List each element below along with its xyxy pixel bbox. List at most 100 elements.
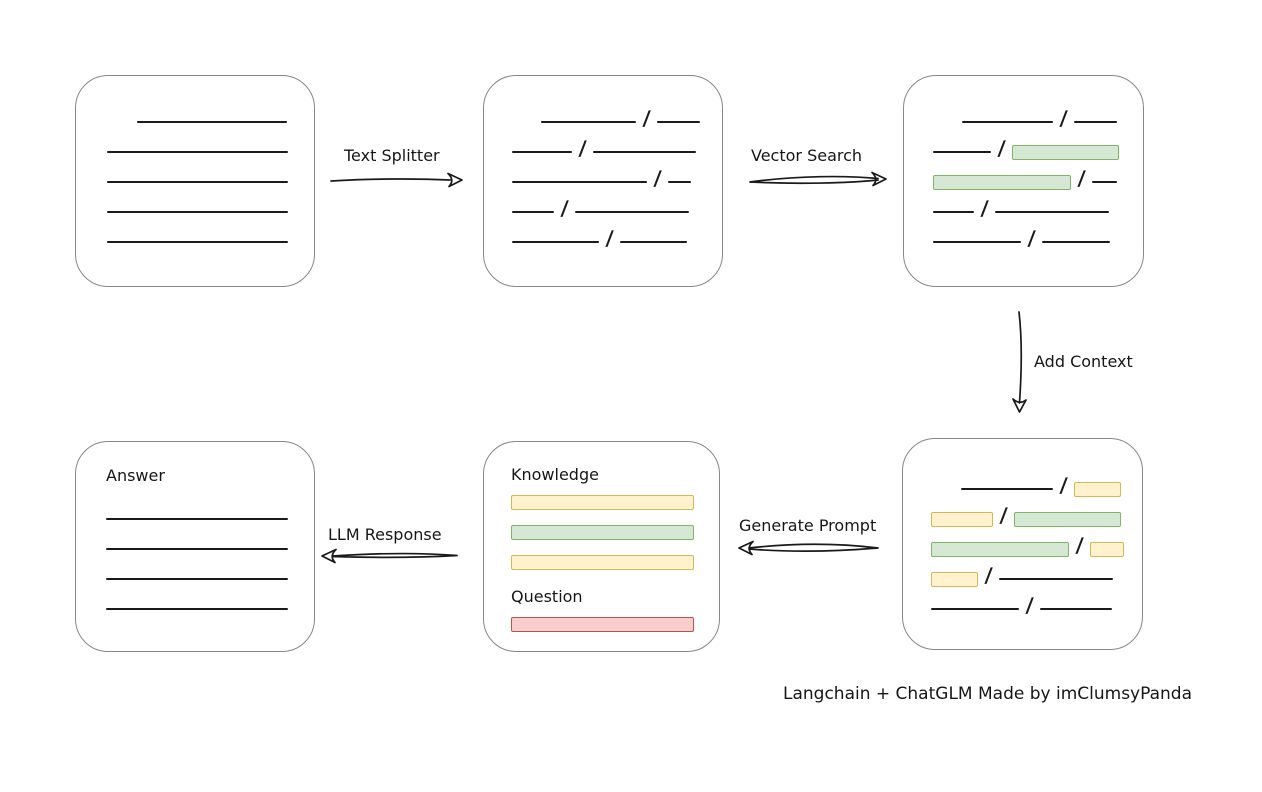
vector-matched-text-node: ///// (903, 75, 1144, 287)
slash-separator: / (984, 563, 994, 587)
generate-prompt-arrow (738, 540, 879, 556)
text-line (512, 151, 572, 153)
text-row (511, 517, 694, 547)
answer-node: Answer (75, 441, 315, 652)
text-row (107, 197, 290, 227)
text-row: / (933, 226, 1121, 257)
slash-separator: / (1077, 166, 1087, 190)
text-line (512, 211, 554, 213)
question-title: Question (511, 587, 583, 606)
credit-text: Langchain + ChatGLM Made by imClumsyPand… (783, 684, 1192, 704)
add-context-label: Add Context (1034, 352, 1133, 371)
vector-search-label: Vector Search (751, 146, 863, 165)
text-row: / (512, 226, 700, 257)
slash-separator: / (605, 226, 615, 250)
vector-search-arrow (749, 171, 887, 187)
text-line (620, 241, 688, 243)
text-line (107, 151, 288, 153)
matched-lines: ///// (933, 106, 1121, 257)
knowledge-chips (511, 487, 694, 577)
answer-title: Answer (106, 466, 165, 485)
text-row: / (933, 136, 1121, 167)
text-row (107, 107, 290, 137)
slash-separator: / (578, 136, 588, 160)
text-line (933, 151, 991, 153)
text-line (1074, 121, 1118, 123)
text-line (512, 241, 599, 243)
question-chip (511, 609, 694, 639)
slash-separator: / (1027, 226, 1037, 250)
text-row: / (931, 503, 1122, 534)
arrow-head-left-icon (321, 548, 337, 564)
text-line (999, 578, 1114, 580)
arrow-shaft (332, 552, 458, 559)
text-line (107, 211, 288, 213)
text-line (107, 181, 288, 183)
arrow-head-right-icon (447, 172, 463, 188)
text-row: / (512, 106, 701, 137)
yellow-highlight-chip (1074, 481, 1122, 497)
text-line (137, 121, 287, 123)
yellow-highlight-chip (511, 554, 694, 570)
green-highlight-chip (933, 174, 1071, 190)
text-line (1040, 608, 1113, 610)
text-line (593, 151, 697, 153)
arrow-shaft (330, 178, 451, 182)
slash-separator: / (980, 196, 990, 220)
text-row (511, 609, 694, 639)
text-line (575, 211, 690, 213)
llm-response-label: LLM Response (328, 525, 442, 544)
text-line (931, 608, 1019, 610)
slash-separator: / (1059, 473, 1069, 497)
answer-lines (106, 504, 290, 624)
arrow-shaft (749, 175, 879, 185)
green-highlight-chip (511, 524, 694, 540)
green-highlight-chip (1012, 144, 1120, 160)
text-line (657, 121, 701, 123)
slash-separator: / (1075, 533, 1085, 557)
text-row (107, 167, 290, 197)
arrow-shaft (1018, 311, 1023, 404)
arrow-shaft (748, 543, 879, 553)
slash-separator: / (642, 106, 652, 130)
text-row (106, 594, 290, 624)
text-row: / (931, 533, 1125, 564)
knowledge-title: Knowledge (511, 465, 599, 484)
text-row: / (931, 563, 1120, 594)
text-row (511, 547, 694, 577)
arrow-head-left-icon (738, 540, 754, 556)
text-row: / (512, 166, 700, 197)
text-row (107, 137, 290, 167)
text-line (933, 211, 974, 213)
green-highlight-chip (931, 541, 1069, 557)
text-line (933, 241, 1021, 243)
text-row: / (931, 473, 1122, 504)
text-line (541, 121, 636, 123)
text-line (1042, 241, 1111, 243)
yellow-highlight-chip (511, 494, 694, 510)
add-context-arrow (1012, 311, 1027, 413)
text-line (1092, 181, 1118, 183)
context-text-node: / / / / / (902, 438, 1143, 650)
slash-separator: / (999, 503, 1009, 527)
llm-response-arrow (321, 548, 458, 564)
text-line (106, 608, 288, 610)
text-row: / (931, 593, 1120, 624)
text-line (668, 181, 692, 183)
split-text-node: ///// (483, 75, 723, 287)
text-row: / (933, 106, 1121, 137)
slash-separator: / (1025, 593, 1035, 617)
text-splitter-arrow (330, 172, 463, 188)
source-document-node (75, 75, 315, 287)
slash-separator: / (1059, 106, 1069, 130)
red-highlight-chip (511, 616, 694, 632)
text-line (962, 121, 1053, 123)
split-lines: ///// (512, 106, 701, 257)
text-row: / (512, 196, 700, 227)
text-row (511, 487, 694, 517)
text-row (106, 534, 290, 564)
text-line (106, 548, 288, 550)
arrow-head-right-icon (871, 171, 887, 187)
text-row (106, 564, 290, 594)
slash-separator: / (653, 166, 663, 190)
